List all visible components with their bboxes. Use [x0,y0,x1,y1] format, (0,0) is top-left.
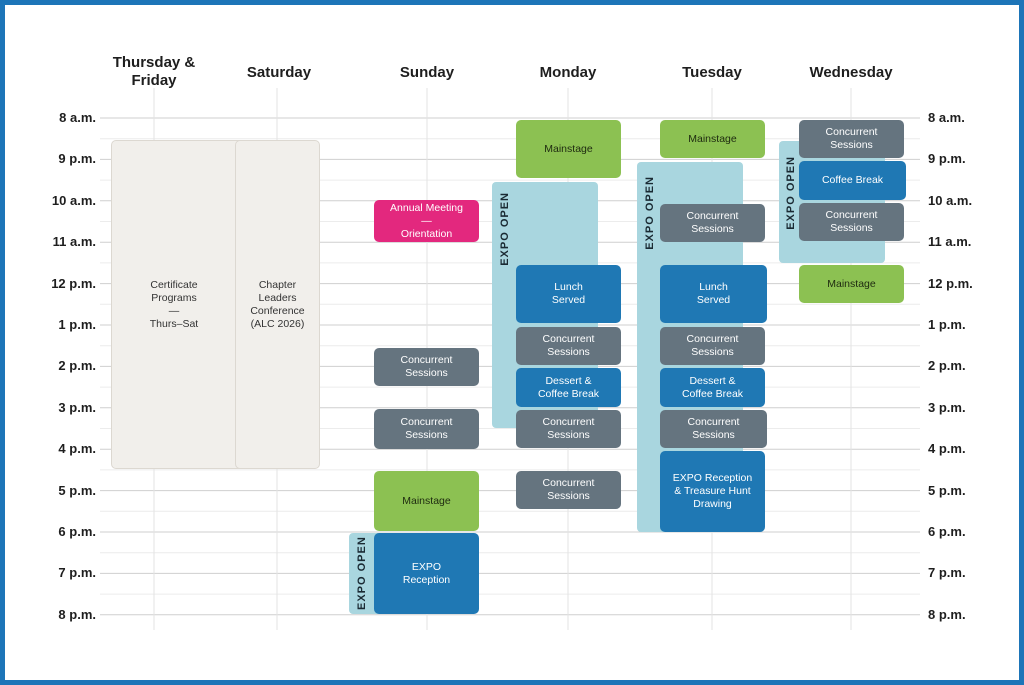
time-label-left: 8 p.m. [58,606,96,622]
time-label-left: 3 p.m. [58,399,96,415]
expo-label-monday: EXPO OPEN [499,192,511,266]
expo-label-sunday: EXPO OPEN [356,536,368,610]
event-wednesday-coffee-break[interactable]: Coffee Break [799,161,906,200]
event-sunday-concurrent-1[interactable]: Concurrent Sessions [374,348,479,386]
time-label-right: 1 p.m. [928,317,966,332]
event-annual-meeting[interactable]: Annual Meeting — Orientation [374,200,479,242]
time-label-left: 11 a.m. [52,234,96,250]
time-label-left: 9 p.m. [58,151,96,167]
expo-label-wednesday: EXPO OPEN [785,156,797,230]
time-label-left: 4 p.m. [58,441,96,457]
time-label-left: 1 p.m. [58,317,96,332]
day-header-tuesday: Tuesday [682,64,742,81]
time-label-left: 7 p.m. [58,565,96,581]
event-label: Chapter Leaders Conference (ALC 2026) [250,278,305,330]
expo-label-tuesday: EXPO OPEN [644,176,656,250]
event-tuesday-mainstage[interactable]: Mainstage [660,120,765,158]
event-monday-lunch[interactable]: Lunch Served [516,265,621,323]
time-label-right: 12 p.m. [928,275,973,291]
time-label-left: 12 p.m. [51,275,96,291]
event-tuesday-lunch[interactable]: Lunch Served [660,265,767,323]
day-header-thursday-friday: Thursday & Friday [112,54,196,89]
event-wednesday-concurrent-1[interactable]: Concurrent Sessions [799,120,904,158]
time-label-left: 2 p.m. [58,358,96,374]
event-monday-concurrent-3[interactable]: Concurrent Sessions [516,471,621,509]
event-tuesday-concurrent-2[interactable]: Concurrent Sessions [660,327,765,365]
time-label-left: 10 a.m. [51,192,96,208]
event-wednesday-concurrent-2[interactable]: Concurrent Sessions [799,203,904,241]
event-tuesday-concurrent-1[interactable]: Concurrent Sessions [660,204,765,242]
event-sunday-expo-reception[interactable]: EXPO Reception [374,533,479,614]
day-header-monday: Monday [539,64,597,81]
event-wednesday-mainstage[interactable]: Mainstage [799,265,904,303]
time-label-right: 6 p.m. [928,524,966,539]
time-label-right: 7 p.m. [928,565,966,581]
event-label: Certificate Programs — Thurs–Sat [149,278,199,330]
time-label-right: 11 a.m. [928,234,972,250]
time-label-right: 10 a.m. [928,192,973,208]
event-tuesday-concurrent-3[interactable]: Concurrent Sessions [660,410,767,448]
event-tuesday-expo-reception[interactable]: EXPO Reception & Treasure Hunt Drawing [660,451,765,532]
event-monday-concurrent-1[interactable]: Concurrent Sessions [516,327,621,365]
day-header-sunday: Sunday [399,64,455,81]
time-label-left: 5 p.m. [58,482,96,498]
time-label-right: 8 p.m. [928,606,966,622]
day-header-wednesday: Wednesday [809,64,893,81]
time-label-right: 8 a.m. [928,110,965,125]
time-label-left: 6 p.m. [58,524,96,539]
event-sunday-concurrent-2[interactable]: Concurrent Sessions [374,409,479,449]
event-monday-concurrent-2[interactable]: Concurrent Sessions [516,410,621,448]
event-monday-mainstage[interactable]: Mainstage [516,120,621,178]
event-tuesday-dessert[interactable]: Dessert & Coffee Break [660,368,765,407]
time-label-right: 3 p.m. [928,399,966,415]
event-chapter-leaders-conference[interactable]: Chapter Leaders Conference (ALC 2026) [235,140,320,469]
time-label-right: 5 p.m. [928,482,966,498]
time-label-right: 2 p.m. [928,358,966,374]
time-label-right: 4 p.m. [928,441,966,457]
time-label-left: 8 a.m. [59,110,96,125]
time-label-right: 9 p.m. [928,151,966,167]
event-sunday-mainstage[interactable]: Mainstage [374,471,479,531]
day-header-saturday: Saturday [246,64,312,81]
event-monday-dessert[interactable]: Dessert & Coffee Break [516,368,621,407]
